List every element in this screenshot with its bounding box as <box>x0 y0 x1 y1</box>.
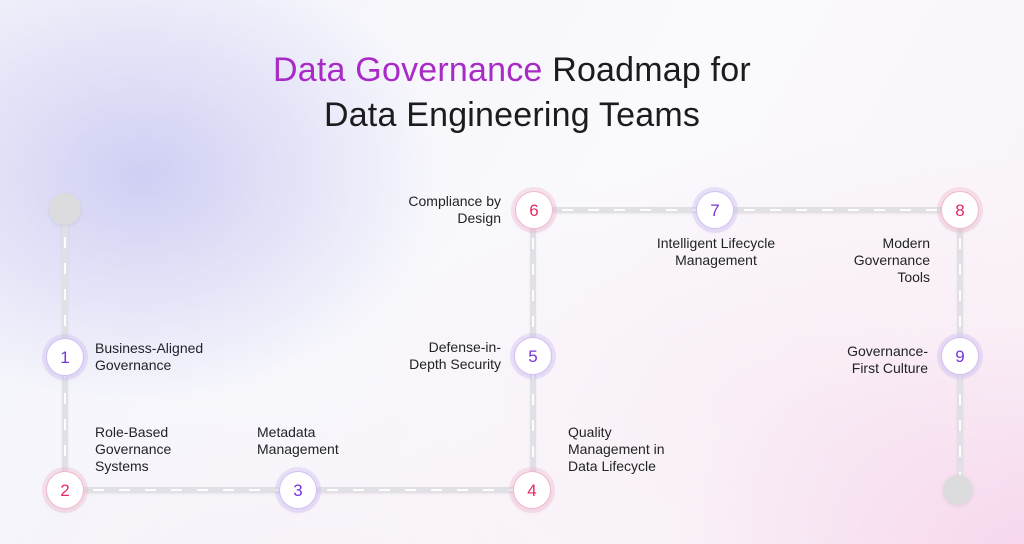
page-title: Data Governance Roadmap for Data Enginee… <box>0 48 1024 138</box>
roadmap-node-4: 4 <box>513 471 551 509</box>
node-4-label: Quality Management in Data Lifecycle <box>568 424 738 475</box>
roadmap-node-5: 5 <box>514 337 552 375</box>
node-8-label-line3: Tools <box>897 269 930 285</box>
page-title-line1: Data Governance Roadmap for <box>0 48 1024 93</box>
node-3-label-line2: Management <box>257 441 339 457</box>
node-2-number: 2 <box>60 480 70 500</box>
node-3-label-line1: Metadata <box>257 424 316 440</box>
node-5-label: Defense-in- Depth Security <box>341 339 501 373</box>
node-7-label: Intelligent Lifecycle Management <box>616 235 816 269</box>
node-6-label: Compliance by Design <box>341 193 501 227</box>
roadmap-node-6: 6 <box>515 191 553 229</box>
node-8-number: 8 <box>955 200 965 220</box>
node-5-label-line1: Defense-in- <box>428 339 501 355</box>
node-4-label-line2: Management in <box>568 441 665 457</box>
roadmap-node-3: 3 <box>279 471 317 509</box>
node-3-label: Metadata Management <box>257 424 427 458</box>
road-segment-top-horizontal <box>534 207 960 213</box>
node-3-number: 3 <box>293 480 303 500</box>
node-5-number: 5 <box>528 346 538 366</box>
node-2-label-line2: Governance <box>95 441 172 457</box>
path-start-dot <box>49 193 81 225</box>
page-title-rest: Roadmap for <box>542 51 751 89</box>
node-7-label-line2: Management <box>675 252 757 268</box>
node-8-label-line1: Modern <box>882 235 930 251</box>
node-2-label: Role-Based Governance Systems <box>95 424 265 475</box>
page-title-highlight: Data Governance <box>273 51 543 89</box>
node-1-label: Business-Aligned Governance <box>95 340 265 374</box>
node-9-label-line2: First Culture <box>851 360 928 376</box>
node-6-number: 6 <box>529 200 539 220</box>
node-9-label: Governance- First Culture <box>768 343 928 377</box>
roadmap-node-9: 9 <box>941 337 979 375</box>
node-8-label-line2: Governance <box>853 252 930 268</box>
roadmap-node-1: 1 <box>46 338 84 376</box>
node-5-label-line2: Depth Security <box>409 356 501 372</box>
node-1-label-line2: Governance <box>95 357 172 373</box>
node-7-label-line1: Intelligent Lifecycle <box>656 235 776 251</box>
node-2-label-line3: Systems <box>95 458 149 474</box>
node-4-label-line3: Data Lifecycle <box>568 458 656 474</box>
node-1-number: 1 <box>60 347 70 367</box>
path-end-dot <box>943 475 973 505</box>
roadmap-node-7: 7 <box>696 191 734 229</box>
node-7-number: 7 <box>710 200 720 220</box>
node-4-number: 4 <box>527 480 537 500</box>
node-6-label-line1: Compliance by <box>408 193 501 209</box>
node-9-label-line1: Governance- <box>847 343 928 359</box>
roadmap-node-8: 8 <box>941 191 979 229</box>
node-6-label-line2: Design <box>457 210 501 226</box>
node-9-number: 9 <box>955 346 965 366</box>
node-8-label: Modern Governance Tools <box>770 235 930 286</box>
node-2-label-line1: Role-Based <box>95 424 169 440</box>
roadmap-node-2: 2 <box>46 471 84 509</box>
node-1-label-line1: Business-Aligned <box>95 340 204 356</box>
node-4-label-line1: Quality <box>568 424 612 440</box>
page-title-line2: Data Engineering Teams <box>323 96 701 134</box>
